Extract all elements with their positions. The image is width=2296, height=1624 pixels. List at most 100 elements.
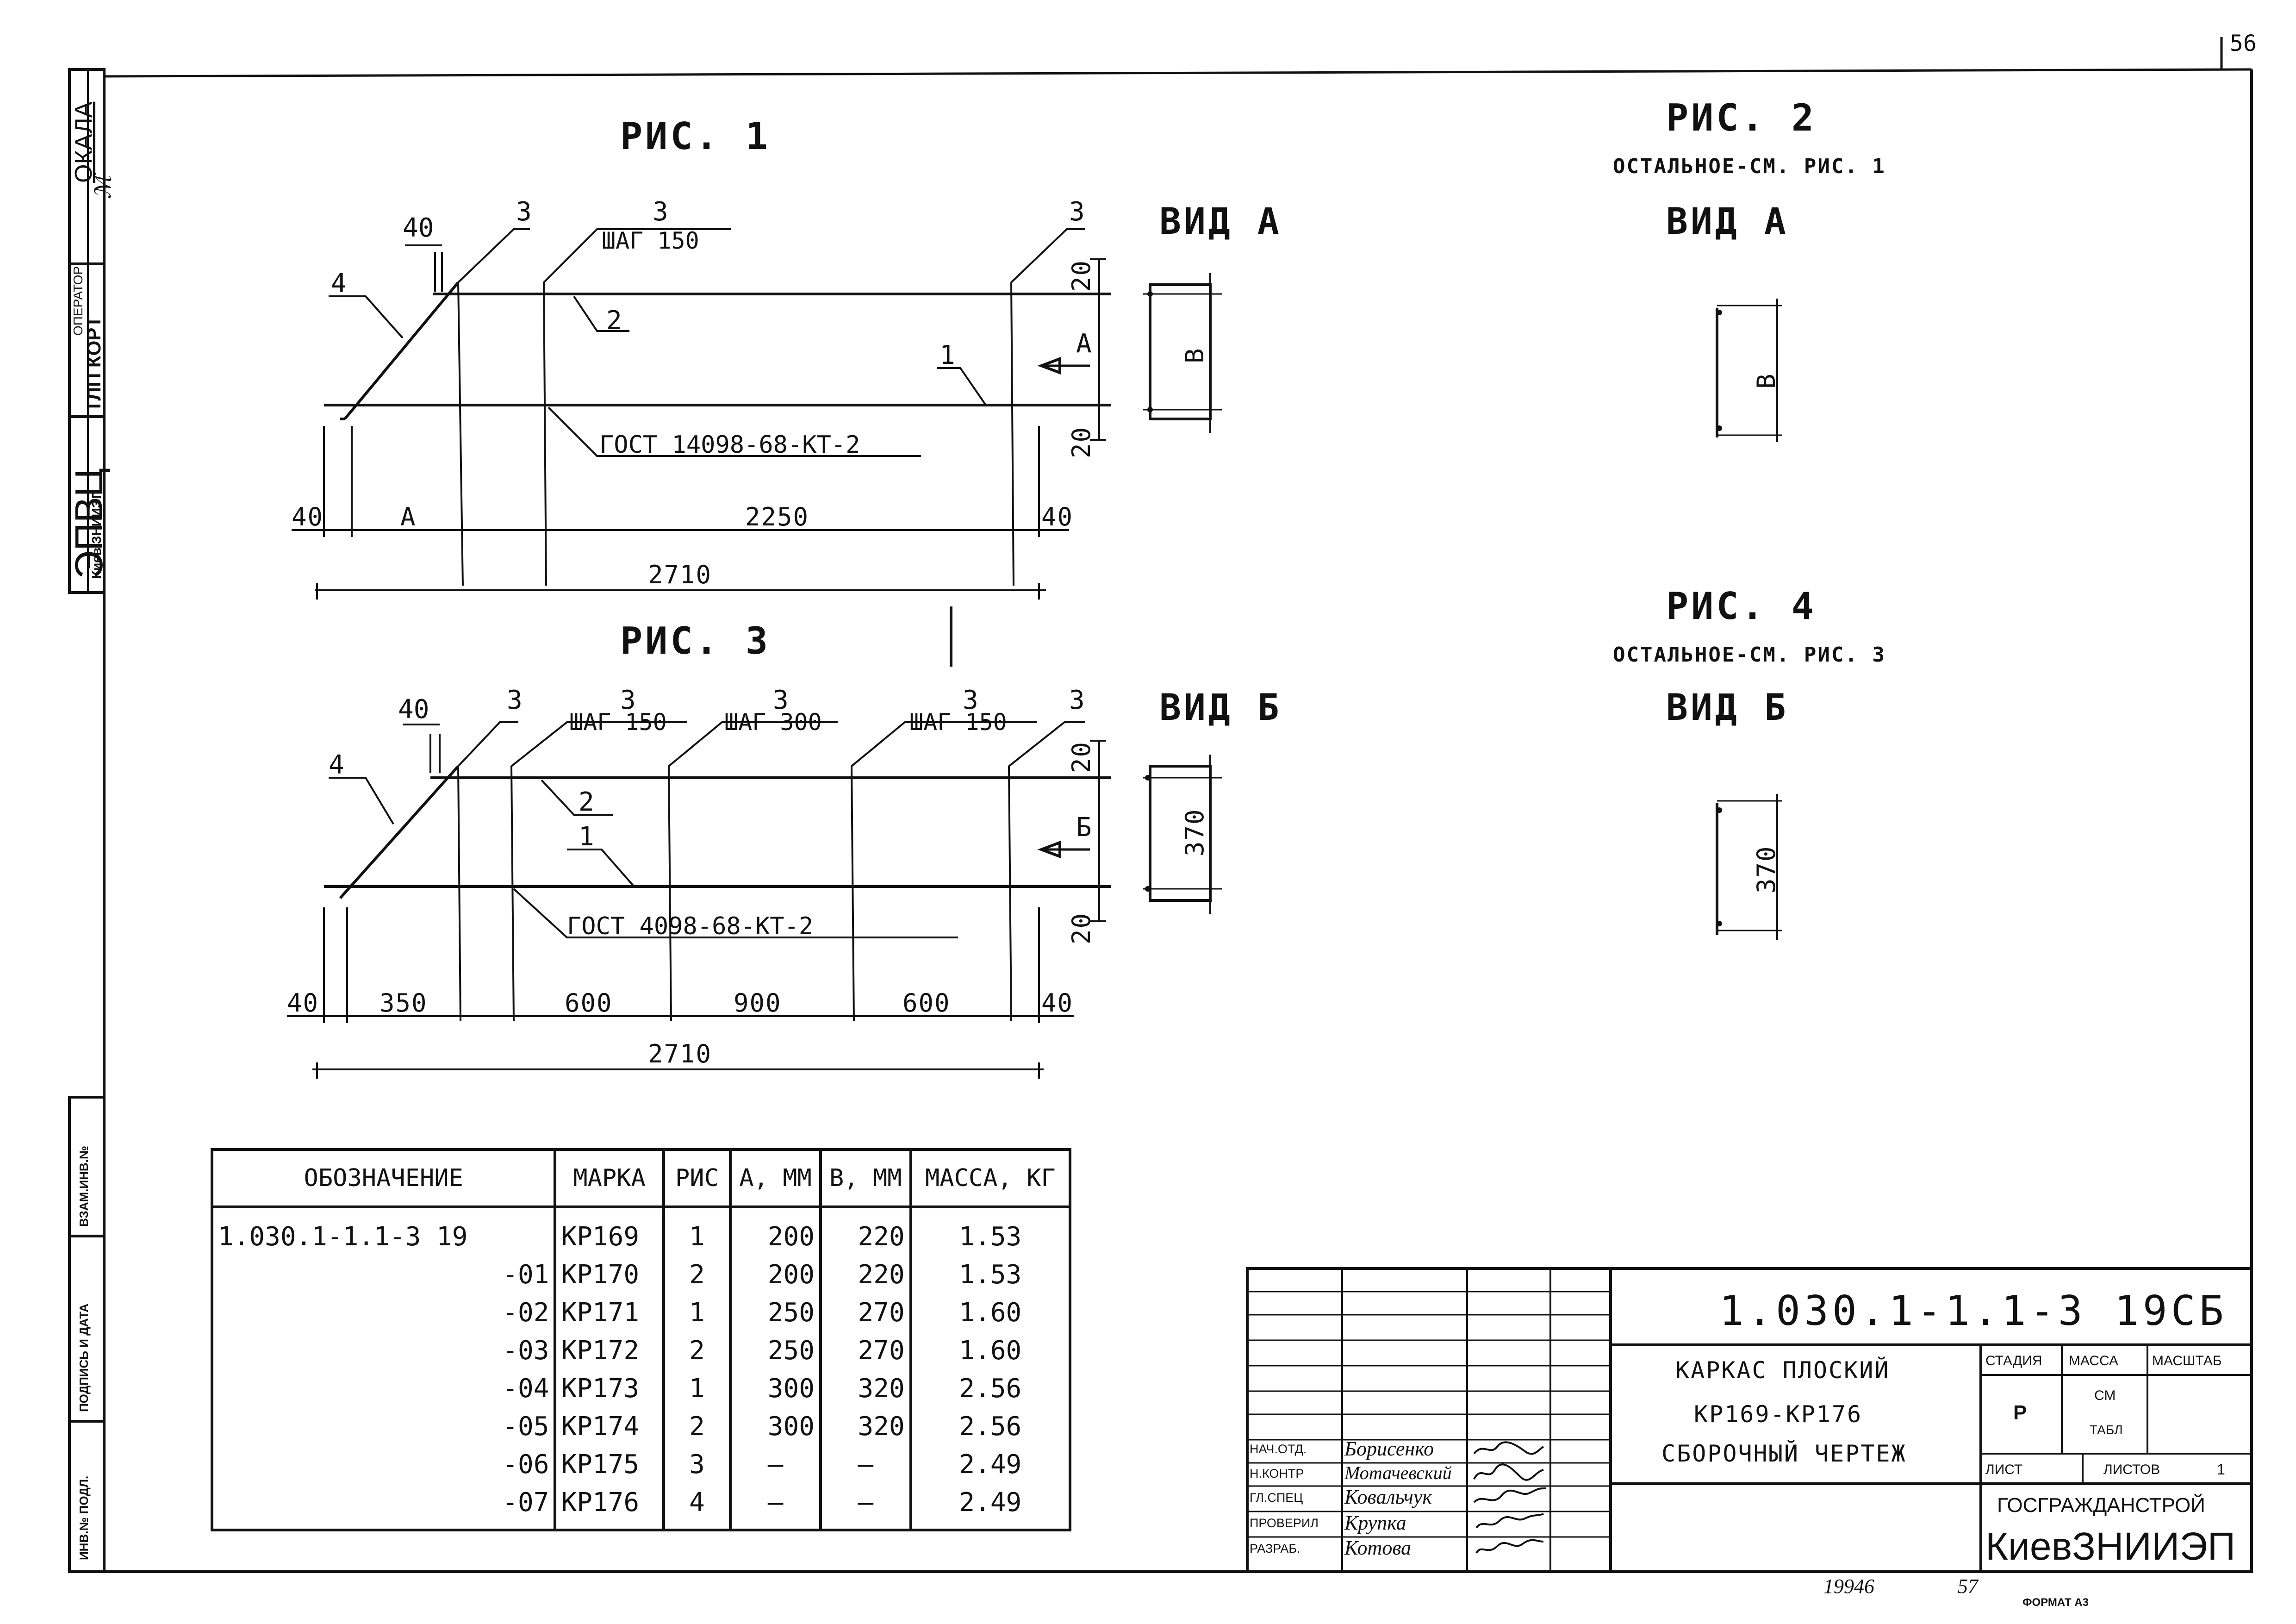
table-row: -06 КР175 3 – – 2.49: [210, 1445, 1072, 1483]
fig1-dim-40a: 40: [292, 502, 324, 531]
staff-role: РАЗРАБ.: [1250, 1542, 1300, 1555]
cell-fig: 2: [662, 1255, 732, 1293]
cell-mark: КР175: [554, 1445, 665, 1483]
format-label: ФОРМАТ А3: [2022, 1596, 2089, 1609]
fig1-gost: ГОСТ 14098-68-КТ-2: [599, 431, 860, 459]
fig1-label-3c: 3: [1069, 197, 1085, 227]
cell-a: –: [729, 1483, 822, 1531]
fig3-label-1: 1: [579, 822, 594, 852]
mass-value-1: СМ: [2094, 1388, 2116, 1403]
staff-name: Ковальчук: [1344, 1486, 1432, 1508]
fig3-dim-20b: 20: [1067, 912, 1096, 944]
fig2-note: ОСТАЛЬНОЕ-СМ. РИС. 1: [1613, 155, 1886, 178]
cell-a: 250: [729, 1293, 822, 1331]
cell-mass: 1.60: [909, 1293, 1072, 1331]
cell-fig: 3: [662, 1445, 732, 1483]
fig3-dim-2710: 2710: [648, 1039, 712, 1068]
fig4-view-drawing: [1716, 794, 1782, 940]
cell-mass: 2.56: [909, 1369, 1072, 1407]
staff-role: ГЛ.СПЕЦ: [1250, 1491, 1303, 1505]
fig1-arrow-label: А: [1076, 329, 1092, 359]
fig1-dim-2710: 2710: [648, 560, 712, 589]
operator-value: ТЛП КОРТ: [83, 316, 105, 412]
cell-mark: КР174: [554, 1407, 665, 1445]
table-row: 1.030.1-1.1-3 19 КР169 1 200 220 1.53: [210, 1207, 1072, 1255]
cell-mass: 1.53: [909, 1255, 1072, 1293]
cell-designation: 1.030.1-1.1-3 19: [210, 1207, 557, 1255]
fig1-view-drawing: [1143, 273, 1222, 433]
table-row: -07 КР176 4 – – 2.49: [210, 1483, 1072, 1531]
table-row: -04 КР173 1 300 320 2.56: [210, 1369, 1072, 1407]
fig3-view-title: ВИД Б: [1159, 687, 1282, 729]
cell-fig: 1: [662, 1369, 732, 1407]
staff-name: Борисенко: [1344, 1437, 1434, 1460]
cell-mark: КР170: [554, 1255, 665, 1293]
fig2-view-title: ВИД А: [1666, 201, 1789, 243]
fig3-dim-40b: 40: [1041, 988, 1074, 1018]
cell-mass: 1.60: [909, 1331, 1072, 1369]
fig4-title: РИС. 4: [1666, 585, 1817, 628]
stage-value: Р: [2013, 1401, 2027, 1424]
cell-a: 200: [729, 1207, 822, 1255]
fig1-label-3b: 3: [653, 197, 668, 227]
cell-a: 300: [729, 1407, 822, 1445]
cell-mass: 2.56: [909, 1407, 1072, 1445]
fig3-label-40: 40: [398, 694, 429, 725]
col-mass: МАССА, КГ: [909, 1148, 1072, 1208]
title-block-grid: [1246, 1267, 2253, 1573]
fig1-step: ШАГ 150: [602, 227, 699, 254]
sheets-value: 1: [2217, 1461, 2225, 1478]
fig3-view-drawing: [1143, 755, 1222, 914]
fig3-dim-900: 900: [734, 988, 782, 1018]
col-b: В, ММ: [819, 1148, 912, 1208]
org-name-1: ГОСГРАЖДАНСТРОЙ: [1997, 1494, 2205, 1517]
scale-label-tb: МАСШТАБ: [2152, 1353, 2222, 1368]
fig3-view-dim: 370: [1180, 808, 1209, 856]
fig3-step-2: ШАГ 300: [724, 709, 822, 736]
col-a: А, ММ: [729, 1148, 822, 1208]
table-row: -05 КР174 2 300 320 2.56: [210, 1407, 1072, 1445]
org-name-2: КиевЗНИИЭП: [1985, 1524, 2236, 1568]
fig1-dim-40b: 40: [1041, 502, 1074, 531]
cell-b: 220: [819, 1255, 912, 1293]
fig1-dim-2250: 2250: [745, 502, 809, 531]
fig4-note: ОСТАЛЬНОЕ-СМ. РИС. 3: [1613, 643, 1886, 667]
sheet-label: ЛИСТ: [1985, 1462, 2023, 1477]
inv-no-label: ИНВ.№ ПОДЛ.: [77, 1475, 91, 1560]
fig3-label-3b: 3: [620, 685, 636, 715]
replace-inv-label: ВЗАМ.ИНВ.№: [77, 1146, 91, 1227]
col-fig: РИС: [662, 1148, 732, 1208]
col-designation: ОБОЗНАЧЕНИЕ: [210, 1148, 557, 1208]
fig1-dim-20a: 20: [1067, 259, 1096, 292]
cell-b: 320: [819, 1369, 912, 1407]
fig2-view-drawing: [1716, 299, 1782, 442]
fig3-label-4: 4: [329, 750, 344, 780]
signatures: [1473, 1441, 1546, 1554]
fig2-view-dim: В: [1752, 373, 1781, 389]
fig3-step-3: ШАГ 150: [909, 709, 1007, 736]
sheet-number: 56: [2230, 31, 2257, 56]
spec-table: ОБОЗНАЧЕНИЕ МАРКА РИС А, ММ В, ММ МАССА,…: [210, 1148, 1072, 1531]
cell-mark: КР176: [554, 1483, 665, 1531]
table-row: -01 КР170 2 200 220 1.53: [210, 1255, 1072, 1293]
fig1-label-3a: 3: [516, 197, 532, 227]
fig3-dim-600b: 600: [902, 988, 951, 1018]
cell-designation: -06: [210, 1445, 557, 1483]
table-row: -03 КР172 2 250 270 1.60: [210, 1331, 1072, 1369]
sheets-label: ЛИСТОВ: [2103, 1462, 2160, 1477]
title-name-line3: СБОРОЧНЫЙ ЧЕРТЕЖ: [1661, 1440, 1907, 1467]
spec-table-header: ОБОЗНАЧЕНИЕ МАРКА РИС А, ММ В, ММ МАССА,…: [210, 1148, 1072, 1208]
cell-designation: -05: [210, 1407, 557, 1445]
scale-signature-text: ℳ: [91, 175, 116, 199]
title-name-line2: КР169-КР176: [1694, 1401, 1863, 1428]
cell-fig: 2: [662, 1407, 732, 1445]
fig1-label-2: 2: [606, 306, 622, 336]
cell-fig: 1: [662, 1207, 732, 1255]
title-name-line1: КАРКАС ПЛОСКИЙ: [1675, 1357, 1890, 1384]
staff-name: Крупка: [1344, 1512, 1406, 1534]
staff-name: Котова: [1344, 1537, 1412, 1559]
fig1-label-40: 40: [403, 213, 434, 243]
fig1-label-1: 1: [940, 340, 955, 370]
fig3-dim-600a: 600: [565, 988, 613, 1018]
fig4-view-dim: 370: [1752, 845, 1781, 893]
